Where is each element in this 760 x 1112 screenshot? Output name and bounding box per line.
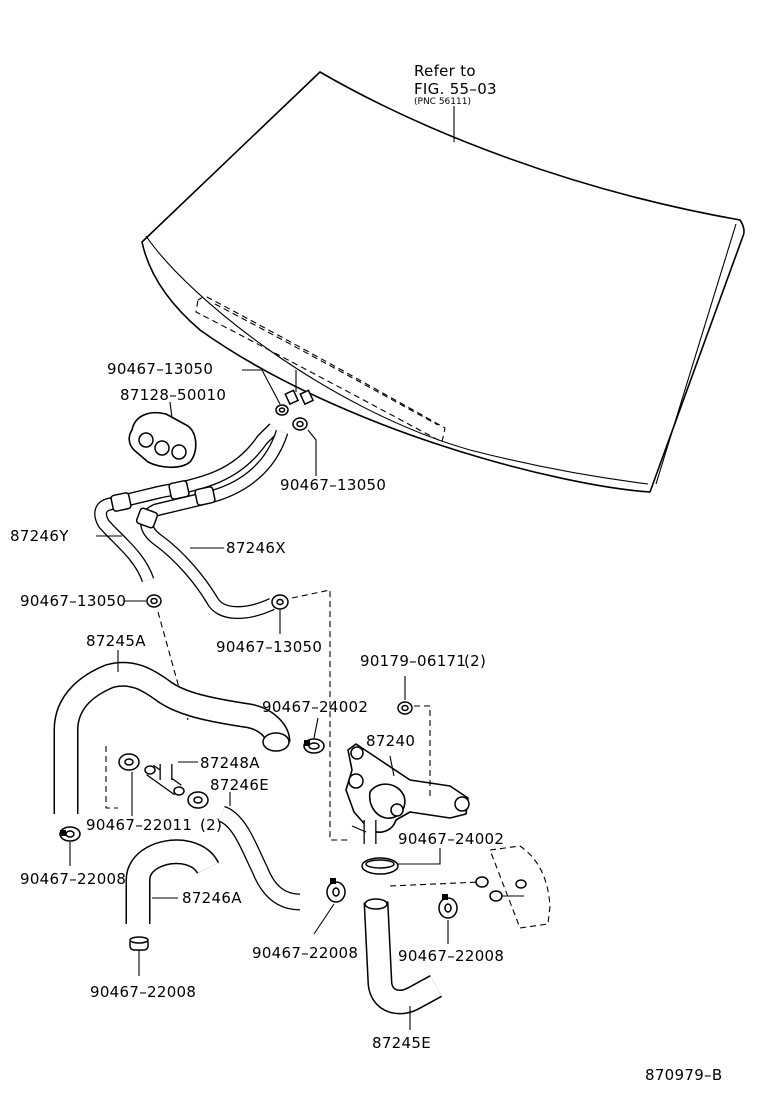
pipe-87248a xyxy=(144,764,185,796)
clamp-22008-mid-icon xyxy=(326,878,346,903)
clamp-left-icon xyxy=(146,594,162,608)
label-hose-87245a: 87245A xyxy=(86,632,146,650)
label-clamp-24002-a: 90467–24002 xyxy=(262,698,368,716)
valve-87240-icon xyxy=(345,743,470,844)
hose-87245a xyxy=(53,661,291,814)
clamp-22008-bottom-icon xyxy=(129,936,149,951)
label-clamp-24002-b: 90467–24002 xyxy=(398,830,504,848)
reference-line-1: Refer to xyxy=(414,62,476,80)
label-clamp-top-2: 90467–13050 xyxy=(280,476,386,494)
clamp-top-1-icon xyxy=(275,404,289,416)
hose-87246y xyxy=(94,423,279,583)
washer-nozzle-strip xyxy=(195,295,446,443)
label-hose-87246y: 87246Y xyxy=(10,527,69,545)
label-hose-87245e: 87245E xyxy=(372,1034,431,1052)
label-hose-87246a: 87246A xyxy=(182,889,242,907)
bracket-dashed xyxy=(475,845,551,929)
clamp-24002-b-icon xyxy=(361,857,399,875)
label-clamp-22011: 90467–22011 xyxy=(86,816,192,834)
label-clamp-22008-right: 90467–22008 xyxy=(398,947,504,965)
label-hose-87246x: 87246X xyxy=(226,539,286,557)
hose-87246a xyxy=(125,839,220,924)
label-hose-87246e: 87246E xyxy=(210,776,269,794)
reference-note: Refer to FIG. 55–03 (PNC 56111) xyxy=(414,62,497,142)
clamp-22008-left-icon xyxy=(59,826,81,842)
label-clamp-mid: 90467–13050 xyxy=(216,638,322,656)
figure-code: 870979–B xyxy=(645,1066,722,1084)
grommet-87128-icon xyxy=(128,401,197,469)
label-clamp-22011-qty: (2) xyxy=(200,816,222,834)
clamp-22011-b-icon xyxy=(187,791,209,809)
label-bolt-qty: (2) xyxy=(464,652,486,670)
label-bolt: 90179–06171 xyxy=(360,652,466,670)
label-pipe-87248a: 87248A xyxy=(200,754,260,772)
washer-nozzles xyxy=(284,370,315,406)
label-clamp-22008-bottom: 90467–22008 xyxy=(90,983,196,1001)
label-grommet: 87128–50010 xyxy=(120,386,226,404)
label-clamp-22008-mid: 90467–22008 xyxy=(252,944,358,962)
clamp-mid-icon xyxy=(271,594,289,610)
label-clamp-top-1: 90467–13050 xyxy=(107,360,213,378)
hose-87246x xyxy=(135,429,289,620)
hose-87246e xyxy=(218,805,301,911)
label-clamp-22008-left: 90467–22008 xyxy=(20,870,126,888)
label-valve: 87240 xyxy=(366,732,415,750)
reference-line-2: FIG. 55–03 xyxy=(414,80,497,98)
bolt-90179-icon xyxy=(397,701,413,715)
hose-87245e xyxy=(363,898,442,1015)
reference-line-3: (PNC 56111) xyxy=(414,97,471,107)
clamp-top-2-icon xyxy=(292,417,308,431)
clamp-24002-a-icon xyxy=(303,738,325,754)
clamp-22011-a-icon xyxy=(118,753,140,771)
windshield-glass xyxy=(141,71,745,493)
clamp-22008-right-icon xyxy=(438,894,458,919)
label-clamp-left: 90467–13050 xyxy=(20,592,126,610)
